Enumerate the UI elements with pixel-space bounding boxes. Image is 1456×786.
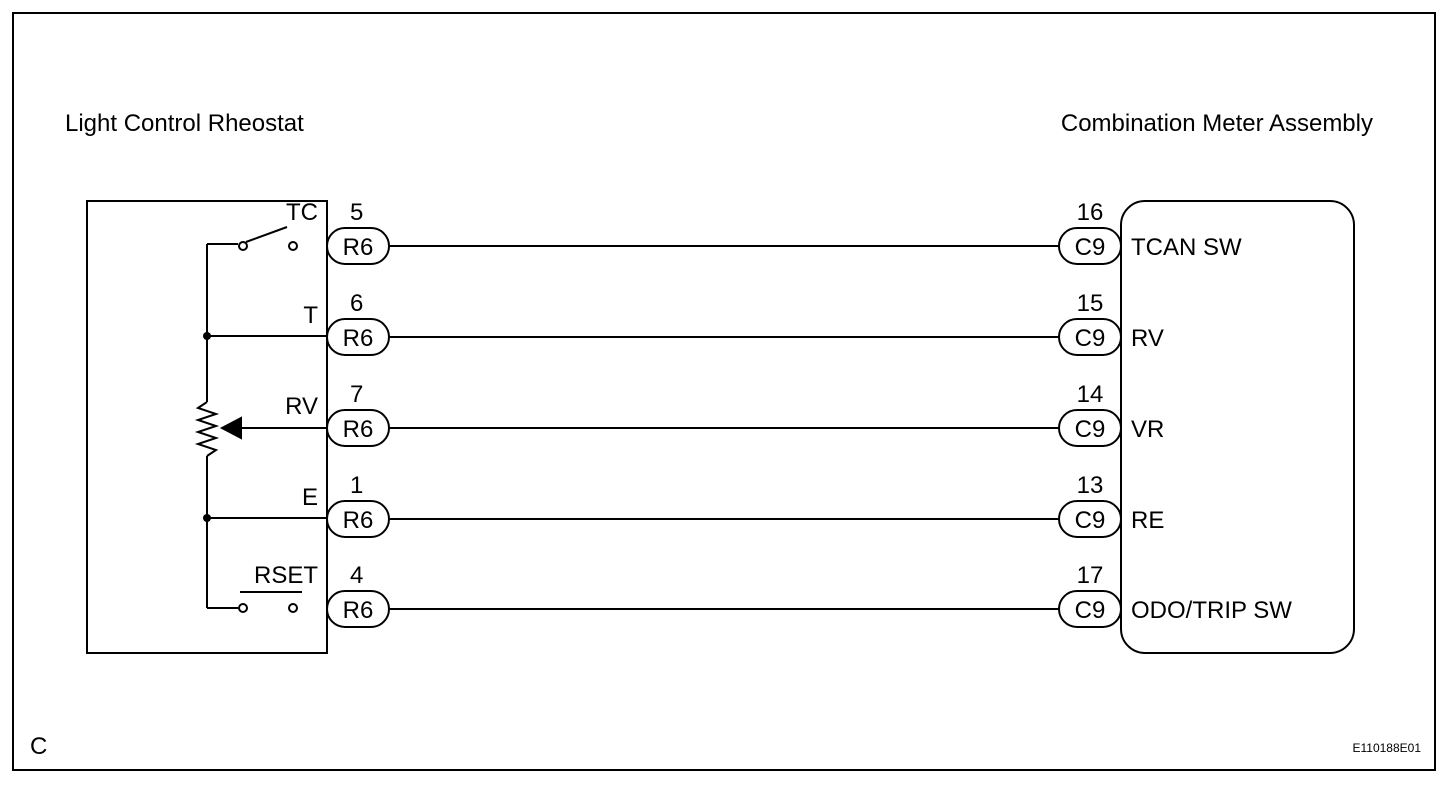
left-connector-oval bbox=[326, 590, 390, 628]
right-connector-oval bbox=[1058, 590, 1122, 628]
right-connector-label: C9 bbox=[1075, 325, 1106, 352]
tc-switch-contact-left bbox=[238, 241, 248, 251]
left-connector-label: R6 bbox=[343, 507, 374, 534]
right-terminal-name: VR bbox=[1131, 416, 1164, 443]
right-connector-label: C9 bbox=[1075, 597, 1106, 624]
left-connector-oval bbox=[326, 500, 390, 538]
diagram-code: C bbox=[30, 733, 47, 760]
left-terminal-name: RSET bbox=[254, 562, 318, 589]
rset-switch-contact-right bbox=[288, 603, 298, 613]
left-terminal-name: T bbox=[303, 302, 318, 329]
left-terminal-name: E bbox=[302, 484, 318, 511]
tc-switch-contact-right bbox=[288, 241, 298, 251]
junction-dot-e bbox=[203, 514, 211, 522]
tc-switch-blade bbox=[245, 226, 288, 243]
right-connector-oval bbox=[1058, 409, 1122, 447]
junction-dot-t bbox=[203, 332, 211, 340]
right-connector-label: C9 bbox=[1075, 234, 1106, 261]
left-pin-number: 6 bbox=[350, 290, 363, 317]
diagram-frame bbox=[12, 12, 1436, 771]
right-pin-number: 15 bbox=[1077, 290, 1104, 317]
right-pin-number: 17 bbox=[1077, 562, 1104, 589]
left-connector-label: R6 bbox=[343, 325, 374, 352]
right-connector-oval bbox=[1058, 318, 1122, 356]
left-connector-label: R6 bbox=[343, 416, 374, 443]
left-pin-number: 7 bbox=[350, 381, 363, 408]
right-pin-number: 16 bbox=[1077, 199, 1104, 226]
left-connector-label: R6 bbox=[343, 234, 374, 261]
right-connector-oval bbox=[1058, 500, 1122, 538]
right-terminal-name: RV bbox=[1131, 325, 1164, 352]
figure-id: E110188E01 bbox=[1352, 741, 1421, 755]
left-pin-number: 5 bbox=[350, 199, 363, 226]
right-pin-number: 13 bbox=[1077, 472, 1104, 499]
right-connector-label: C9 bbox=[1075, 416, 1106, 443]
wiper-arrow bbox=[219, 416, 242, 440]
right-connector-label: C9 bbox=[1075, 507, 1106, 534]
right-terminal-name: RE bbox=[1131, 507, 1164, 534]
left-terminal-name: TC bbox=[286, 199, 318, 226]
resistor-symbol bbox=[194, 401, 220, 457]
right-pin-number: 14 bbox=[1077, 381, 1104, 408]
left-connector-oval bbox=[326, 227, 390, 265]
left-connector-label: R6 bbox=[343, 597, 374, 624]
right-connector-oval bbox=[1058, 227, 1122, 265]
left-pin-number: 1 bbox=[350, 472, 363, 499]
rheostat-internal-circuit bbox=[194, 226, 326, 613]
rset-switch-contact-left bbox=[238, 603, 248, 613]
left-connector-oval bbox=[326, 409, 390, 447]
right-terminal-name: TCAN SW bbox=[1131, 234, 1242, 261]
right-component-title: Combination Meter Assembly bbox=[1061, 110, 1373, 137]
left-terminal-name: RV bbox=[285, 393, 318, 420]
left-pin-number: 4 bbox=[350, 562, 363, 589]
left-component-title: Light Control Rheostat bbox=[65, 110, 304, 137]
left-connector-oval bbox=[326, 318, 390, 356]
right-terminal-name: ODO/TRIP SW bbox=[1131, 597, 1292, 624]
